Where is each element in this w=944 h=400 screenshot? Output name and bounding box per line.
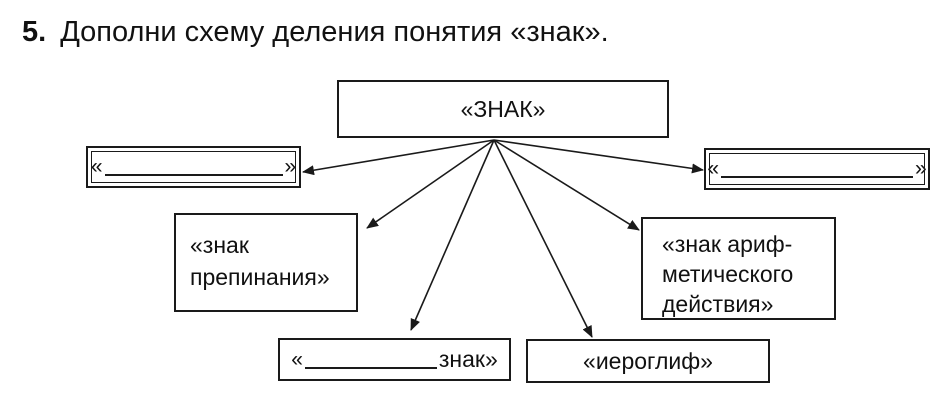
answer-blank	[304, 351, 437, 369]
close-quote: »	[284, 155, 297, 178]
open-quote: «	[291, 347, 303, 371]
blank-sign-node: « знак»	[278, 338, 511, 381]
blank-sign-suffix: знак»	[438, 346, 498, 372]
arithmetic-line-3: действия»	[662, 291, 774, 317]
task-number: 5.	[22, 16, 47, 48]
arithmetic-line-2: метического	[662, 261, 794, 287]
root-node: «ЗНАК»	[337, 80, 669, 138]
punctuation-line-2: препинания»	[190, 264, 330, 290]
open-quote: «	[90, 155, 103, 178]
arithmetic-node: «знак ариф- метического действия»	[641, 217, 836, 320]
punctuation-line-1: «знак	[190, 232, 249, 258]
arrow-to-blank-right	[493, 139, 704, 174]
arrow-to-arithmetic	[493, 139, 640, 231]
root-label: «ЗНАК»	[460, 95, 546, 122]
hieroglyph-node: «иероглиф»	[526, 339, 770, 383]
arrow-to-punctuation	[366, 139, 495, 229]
blank-node-right: «»	[704, 148, 930, 190]
answer-blank	[721, 160, 913, 178]
arithmetic-line-1: «знак ариф-	[662, 231, 793, 257]
close-quote: »	[915, 157, 927, 180]
arrow-to-blank-left	[302, 139, 495, 176]
open-quote: «	[707, 157, 719, 180]
hieroglyph-label: «иероглиф»	[583, 347, 713, 374]
answer-blank	[104, 158, 283, 176]
punctuation-node: «знак препинания»	[174, 213, 358, 312]
blank-node-left: «»	[86, 146, 301, 188]
task-header: 5. Дополни схему деления понятия «знак».	[22, 12, 609, 52]
arrow-to-blank-sign	[410, 139, 495, 331]
task-instruction: Дополни схему деления понятия «знак».	[60, 16, 609, 48]
arrow-to-hieroglyph	[493, 139, 593, 338]
